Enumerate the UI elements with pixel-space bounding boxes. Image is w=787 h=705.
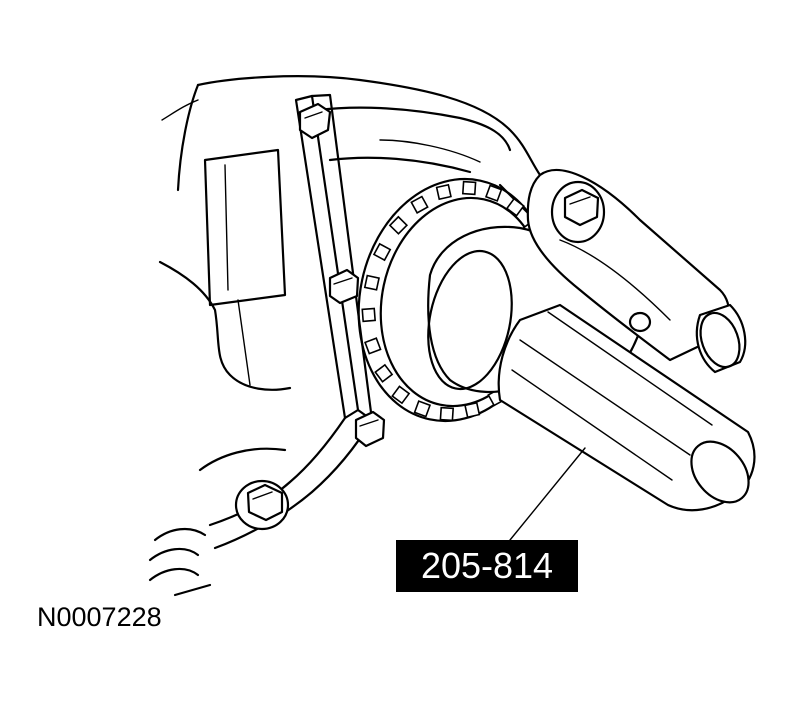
seal-tooth [364, 337, 382, 355]
shaft-bolt [550, 180, 606, 244]
seal-tooth [361, 307, 377, 323]
seal-tooth [464, 401, 481, 419]
seal-tooth [435, 183, 452, 201]
seal-tooth [388, 215, 409, 235]
flange-bolt-bottom [354, 410, 386, 448]
shaft-hole-icon [628, 311, 652, 333]
seal-tooth [372, 242, 392, 262]
figure-id: N0007228 [37, 602, 162, 632]
seal-tooth [413, 400, 432, 418]
seal-tooth [505, 197, 525, 217]
tool-number-label: 205-814 [396, 540, 578, 592]
seal-tooth [484, 184, 503, 202]
seal-tooth [363, 274, 380, 291]
seal-tooth [391, 385, 411, 405]
lower-bracket [148, 527, 212, 597]
seal-tooth [410, 195, 429, 214]
flange-bolt-middle [328, 268, 360, 305]
seal-tooth [439, 406, 455, 422]
flange-bolt-top [298, 102, 332, 140]
seal-tooth [374, 363, 394, 383]
leader-line [509, 447, 586, 541]
seal-tooth [461, 180, 477, 196]
differential-housing [158, 75, 562, 391]
mounting-flange [198, 93, 374, 550]
seal-installer-tool [427, 225, 756, 512]
lower-bolt [234, 479, 290, 531]
